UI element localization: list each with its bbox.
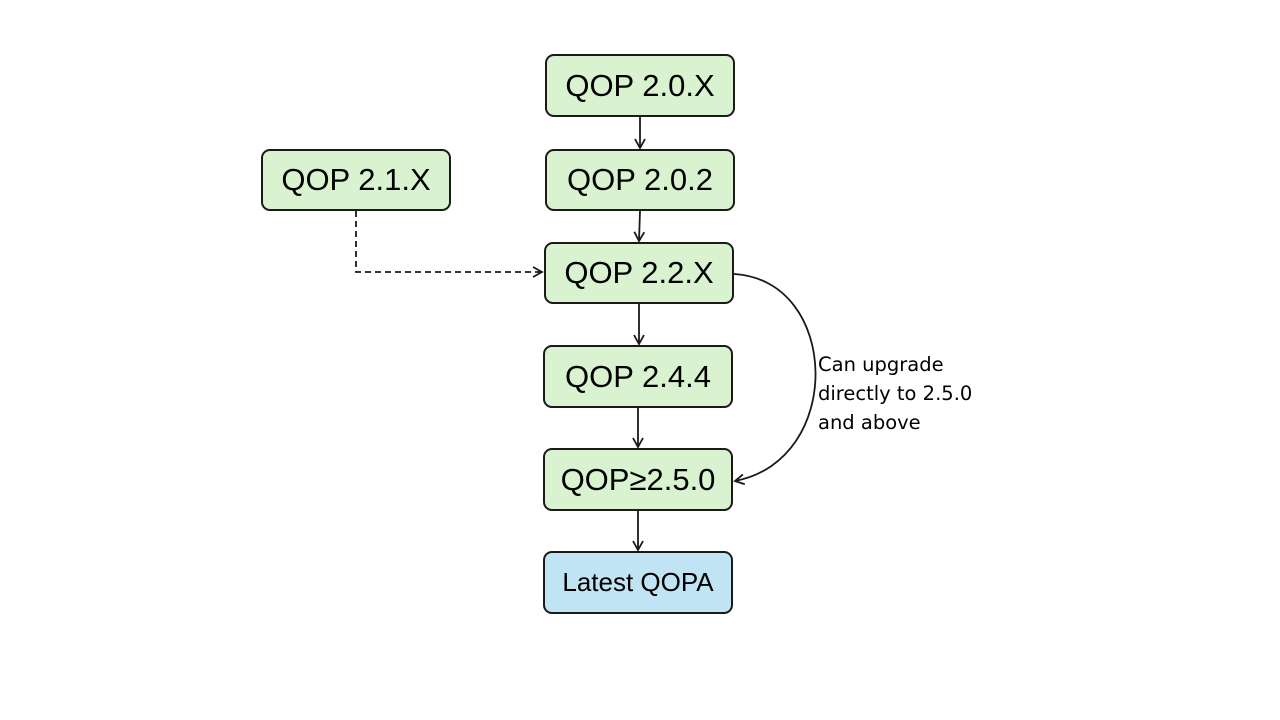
node-qop-2-2-x: QOP 2.2.X — [544, 242, 734, 304]
curved-arrow-22x-to-250 — [733, 273, 817, 486]
node-label: QOP 2.2.X — [564, 255, 714, 290]
note-line: directly to 2.5.0 — [818, 382, 973, 405]
node-label: QOP 2.0.X — [565, 67, 715, 103]
node-qop-2-4-4: QOP 2.4.4 — [543, 345, 733, 408]
node-qop-2-0-x: QOP 2.0.X — [545, 54, 735, 117]
node-qop-2-1-x: QOP 2.1.X — [261, 149, 451, 211]
note-line: Can upgrade — [818, 353, 944, 376]
node-label: QOP≥2.5.0 — [560, 461, 716, 497]
dashed-arrow-21x-to-22x — [355, 211, 544, 278]
node-label: QOP 2.4.4 — [565, 358, 711, 394]
node-label: QOP 2.0.2 — [567, 162, 713, 197]
node-label: QOP 2.1.X — [281, 162, 431, 197]
note-line: and above — [818, 411, 921, 434]
arrow-202-to-22x — [633, 210, 646, 243]
direct-upgrade-note: Can upgrade directly to 2.5.0 and above — [818, 350, 972, 437]
node-latest-qopa: Latest QOPA — [543, 551, 733, 614]
node-qop-2-0-2: QOP 2.0.2 — [545, 149, 735, 211]
node-label: Latest QOPA — [562, 567, 714, 597]
node-qop-2-5-0-or-above: QOP≥2.5.0 — [543, 448, 733, 511]
